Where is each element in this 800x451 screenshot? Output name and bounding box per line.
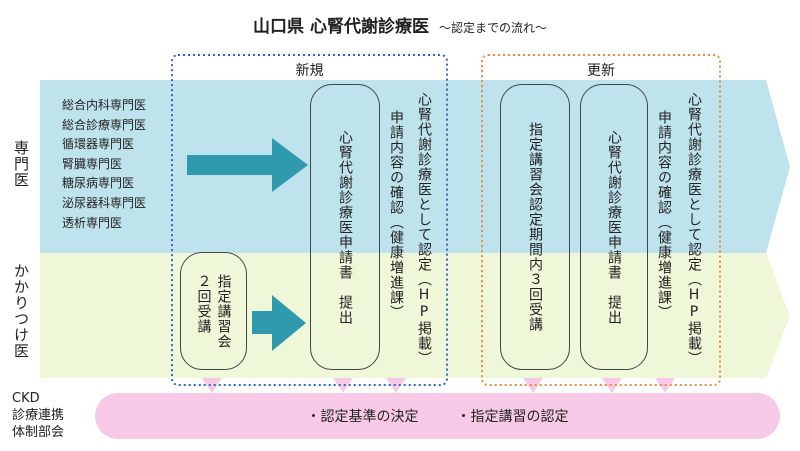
new-training-text: 指定講習会 ２回受講 xyxy=(195,273,232,349)
ckd-pointer xyxy=(386,378,406,393)
ckd-item-course: ・指定講習の認定 xyxy=(456,409,569,425)
ckd-pointer xyxy=(602,378,622,393)
specialist-band xyxy=(40,80,790,253)
renew-training-box: 指定講習会認定期間内３回受講 xyxy=(500,84,570,370)
family-doctor-band xyxy=(40,253,790,378)
training-arrow xyxy=(252,295,306,351)
renew-application-box: 心腎代謝診療医申請書 提出 xyxy=(580,84,648,370)
new-training-box: 指定講習会 ２回受講 xyxy=(180,252,247,370)
specialty-item: 腎臓専門医 xyxy=(62,156,123,171)
row-label-specialist: 専門医 xyxy=(12,140,30,188)
ckd-items: ・認定基準の決定 ・指定講習の認定 xyxy=(95,393,780,439)
ckd-pointer xyxy=(202,378,222,393)
title-main: 山口県 心腎代謝診療医 xyxy=(253,17,429,37)
renew-training-text: 指定講習会認定期間内３回受講 xyxy=(527,122,543,332)
specialty-item: 循環器専門医 xyxy=(62,137,135,152)
specialty-item: 糖尿病専門医 xyxy=(62,176,135,191)
new-confirm-text: 申請内容の確認（健康増進課） xyxy=(388,110,404,320)
new-application-box: 心腎代謝診療医申請書 提出 xyxy=(310,84,380,370)
new-certify-text: 心腎代謝診療医として認定（HP掲載） xyxy=(416,92,432,366)
new-section-label: 新規 xyxy=(295,63,324,79)
renew-confirm-text: 申請内容の確認（健康増進課） xyxy=(656,110,672,320)
renew-application-text: 心腎代謝診療医申請書 提出 xyxy=(606,129,622,325)
new-application-text: 心腎代謝診療医申請書 提出 xyxy=(337,129,353,325)
page-title: 山口県 心腎代謝診療医〜認定までの流れ〜 xyxy=(0,12,800,37)
row-label-family-doctor: かかりつけ医 xyxy=(12,263,30,359)
specialty-list: 総合内科専門医 総合診療専門医 循環器専門医 腎臓専門医 糖尿病専門医 泌尿器科… xyxy=(62,96,146,233)
ckd-pointer xyxy=(523,378,543,393)
specialty-item: 泌尿器科専門医 xyxy=(62,195,147,210)
renew-section-frame xyxy=(481,54,721,386)
new-section-frame xyxy=(171,54,448,386)
specialty-item: 総合診療専門医 xyxy=(62,117,147,132)
specialist-arrow xyxy=(187,138,308,192)
ckd-item-criteria: ・認定基準の決定 xyxy=(306,409,419,425)
specialty-item: 透析専門医 xyxy=(62,215,123,230)
renew-section-label: 更新 xyxy=(587,63,615,79)
title-sub: 〜認定までの流れ〜 xyxy=(438,21,547,35)
ckd-pointer xyxy=(333,378,353,393)
ckd-band xyxy=(95,393,780,439)
ckd-committee-label: CKD 診療連携 体制部会 xyxy=(12,391,65,440)
renew-certify-text: 心腎代謝診療医として認定（HP掲載） xyxy=(686,92,702,366)
specialty-item: 総合内科専門医 xyxy=(62,98,147,112)
